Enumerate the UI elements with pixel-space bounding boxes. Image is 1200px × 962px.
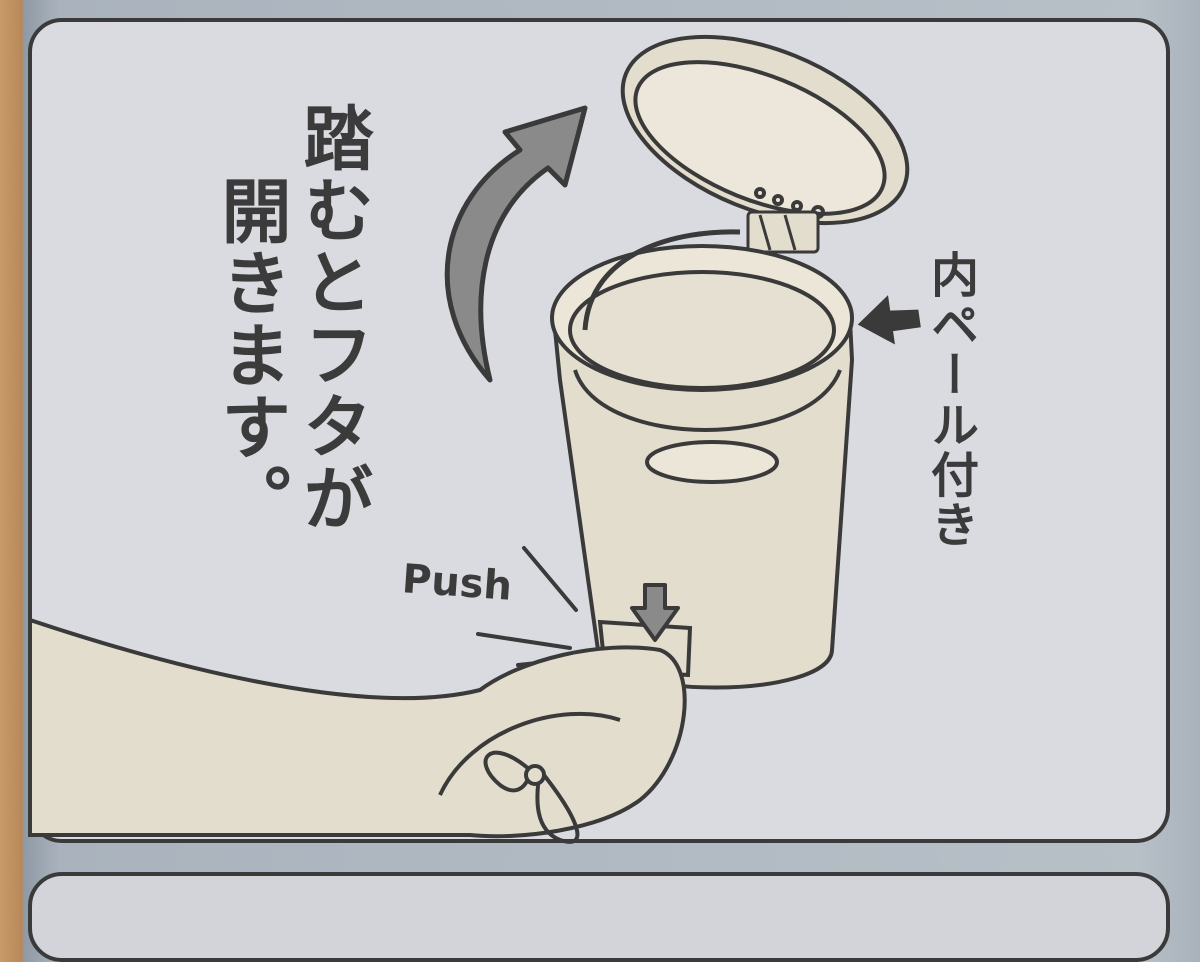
hinge [746,210,820,254]
bow [483,750,580,844]
inner-pail-label: 内ペール付き [922,250,978,550]
lid [620,34,910,226]
leg-and-shoe [28,617,687,844]
pedal-bin-illustration [28,34,921,844]
down-arrow-icon [630,583,680,642]
instruction-text-line1: 踏むとフタが [292,102,374,534]
curved-up-arrow-icon [444,105,588,383]
instruction-text-line2: 開きます。 [210,175,292,535]
inner-pail-handle [582,229,741,331]
bin-body [550,229,855,690]
left-arrow-icon [857,295,921,345]
push-label: Push [400,556,514,610]
